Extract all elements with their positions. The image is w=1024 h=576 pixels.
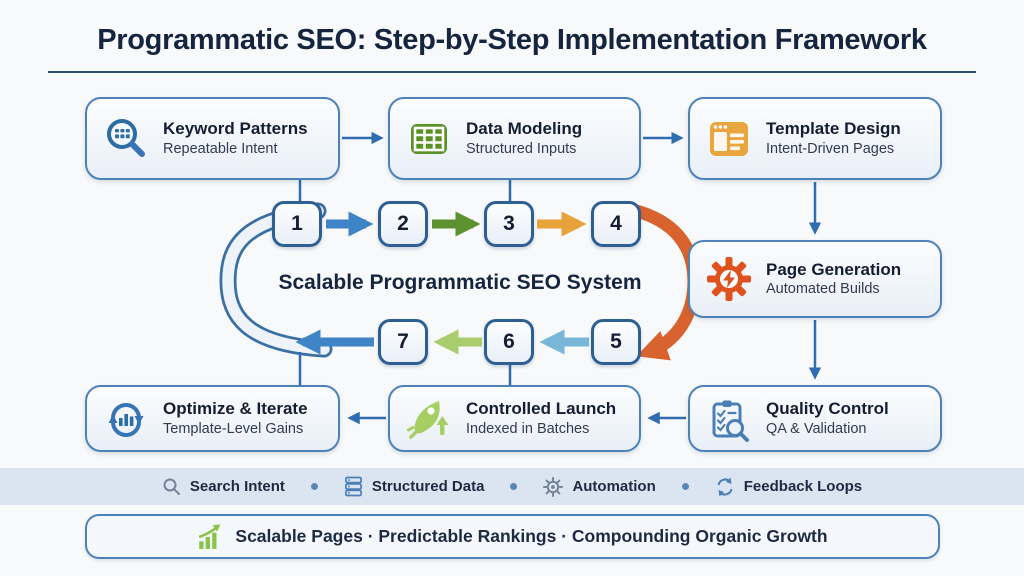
database-icon <box>344 476 363 497</box>
loop-back-curve <box>222 205 330 355</box>
card-page-generation: Page Generation Automated Builds <box>688 240 942 318</box>
footer-item-label: Feedback Loops <box>743 478 863 495</box>
footer-item-structured-data: Structured Data <box>344 476 485 497</box>
magnifier-grid-icon <box>103 116 149 162</box>
footer-item-label: Structured Data <box>371 478 485 495</box>
card-optimize-iterate: Optimize & Iterate Template-Level Gains <box>85 385 340 452</box>
card-title: Quality Control <box>766 399 889 419</box>
cycle-bar-chart-icon <box>103 396 149 442</box>
growth-chart-icon <box>197 524 223 550</box>
card-subtitle: Intent-Driven Pages <box>766 140 895 157</box>
title-divider <box>48 71 976 73</box>
browser-window-icon <box>706 116 752 162</box>
rocket-icon <box>406 396 452 442</box>
footer-strip: Search Intent Structured Data <box>0 468 1024 505</box>
card-subtitle: Repeatable Intent <box>163 140 278 157</box>
footer-item-label: Search Intent <box>189 478 285 495</box>
footer-item-search-intent: Search Intent <box>162 477 285 496</box>
card-quality-control: Quality Control QA & Validation <box>688 385 942 452</box>
card-title: Template Design <box>766 119 901 139</box>
card-controlled-launch: Controlled Launch Indexed in Batches <box>388 385 641 452</box>
cycle-center-label: Scalable Programmatic SEO System <box>278 271 642 294</box>
footer-item-feedback-loops: Feedback Loops <box>715 477 862 497</box>
footer-item-label: Automation <box>572 478 656 495</box>
card-subtitle: Template-Level Gains <box>163 420 304 437</box>
card-subtitle: Indexed in Batches <box>466 420 590 437</box>
card-title: Data Modeling <box>466 119 583 139</box>
outcome-banner-text: Scalable Pages · Predictable Rankings · … <box>235 526 828 546</box>
card-title: Optimize & Iterate <box>163 399 308 419</box>
step-box-5: 5 <box>591 319 641 365</box>
card-title: Page Generation <box>766 259 902 279</box>
card-subtitle: QA & Validation <box>766 420 867 437</box>
footer-item-automation: Automation <box>543 476 656 497</box>
card-data-modeling: Data Modeling Structured Inputs <box>388 97 641 180</box>
card-title: Controlled Launch <box>466 399 617 419</box>
data-table-icon <box>406 116 452 162</box>
card-template-design: Template Design Intent-Driven Pages <box>688 97 942 180</box>
step-box-3: 3 <box>484 201 534 247</box>
card-subtitle: Structured Inputs <box>466 140 577 157</box>
step-box-1: 1 <box>272 201 322 247</box>
separator-dot <box>310 483 318 490</box>
search-icon <box>162 477 181 496</box>
card-title: Keyword Patterns <box>163 119 308 139</box>
step-box-4: 4 <box>591 201 641 247</box>
gear-lightning-icon <box>706 256 752 302</box>
card-keyword-patterns: Keyword Patterns Repeatable Intent <box>85 97 340 180</box>
outcome-banner: Scalable Pages · Predictable Rankings · … <box>85 514 940 559</box>
step-box-7: 7 <box>378 319 428 365</box>
clipboard-check-magnifier-icon <box>706 396 752 442</box>
step-box-6: 6 <box>484 319 534 365</box>
separator-dot <box>510 483 518 490</box>
refresh-icon <box>715 477 735 497</box>
step-box-2: 2 <box>378 201 428 247</box>
page-title: Programmatic SEO: Step-by-Step Implement… <box>97 24 927 56</box>
separator-dot <box>681 483 689 490</box>
card-subtitle: Automated Builds <box>766 281 880 298</box>
gear-icon <box>543 476 564 497</box>
